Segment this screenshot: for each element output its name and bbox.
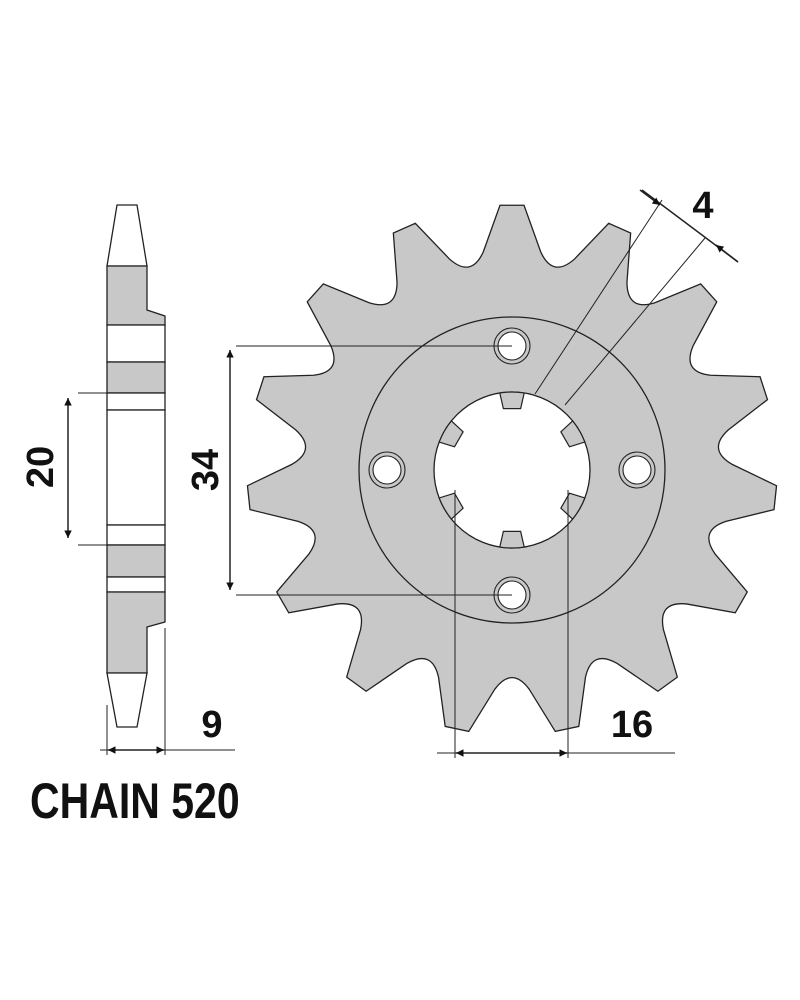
side-tooth-bottom	[106, 672, 148, 728]
side-body-top	[106, 265, 166, 326]
bolt-hole	[622, 455, 652, 485]
spline-lug	[560, 420, 586, 448]
spline-lug	[499, 391, 525, 410]
side-bore	[106, 409, 166, 526]
side-profile	[106, 204, 166, 728]
dim-4-ext	[564, 237, 706, 406]
bolt-hole	[372, 455, 402, 485]
chain-label: CHAIN 520	[30, 773, 240, 829]
side-band	[106, 544, 166, 578]
dim-4-label: 4	[692, 185, 713, 227]
pitch-circle	[358, 316, 666, 624]
dim-4-arrow	[639, 189, 661, 206]
dim-34-label: 34	[185, 449, 227, 491]
side-band	[106, 524, 166, 546]
front-view	[246, 204, 778, 733]
bore	[433, 391, 591, 549]
spline-lug	[438, 492, 464, 520]
side-band	[106, 392, 166, 411]
side-tooth-top	[106, 204, 148, 267]
spline-lug	[499, 530, 525, 549]
spline-lug	[438, 420, 464, 448]
spline-lug	[560, 492, 586, 520]
splines	[438, 391, 586, 549]
dim-4-ext	[534, 199, 663, 395]
dim-20-label: 20	[20, 446, 62, 488]
side-band	[106, 324, 166, 363]
side-band	[106, 361, 166, 394]
side-body-bottom	[106, 591, 166, 674]
bolt-hole	[618, 451, 656, 489]
bolt-hole	[368, 451, 406, 489]
dim-9-label: 9	[201, 704, 222, 746]
side-band	[106, 576, 166, 593]
dim-4-arrow	[715, 244, 739, 263]
dim-16-label: 16	[611, 704, 653, 746]
